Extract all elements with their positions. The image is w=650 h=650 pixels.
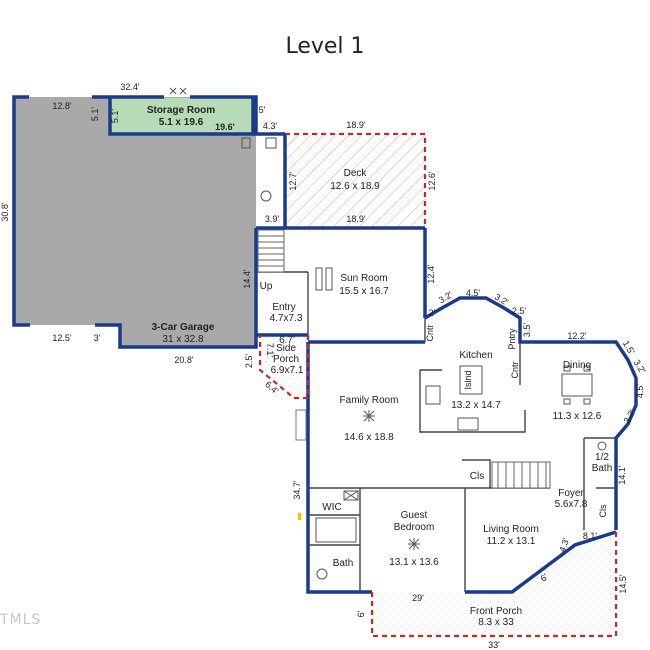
dining-name: Dining — [563, 360, 591, 371]
dim-dining-top: 12.2' — [567, 331, 587, 341]
guest-bedroom-size: 13.1 x 13.6 — [389, 557, 439, 568]
storage-room-floor — [110, 98, 253, 134]
dim-porch-6: 6' — [356, 610, 366, 617]
walls — [12, 95, 638, 594]
entry-size: 4.7x7.3 — [270, 313, 303, 324]
side-porch-line1: Side — [276, 343, 296, 354]
dim-storage-depth-inner: 5.1' — [110, 109, 120, 124]
deck-floor — [285, 134, 425, 228]
dim-garage-top: 32.4' — [120, 82, 140, 92]
dim-foyer-right: 14.1' — [617, 465, 627, 485]
cls-hall-label: Cls — [470, 471, 484, 482]
watermark: TMLS — [0, 612, 42, 628]
dim-dining-4-5: 4.5' — [635, 384, 645, 399]
dim-deck-bottom: 18.9' — [346, 214, 366, 224]
half-bath-line2: Bath — [592, 463, 613, 474]
marker — [298, 513, 301, 520]
dim-step-4-3: 4.3' — [263, 121, 278, 131]
stairs — [257, 229, 551, 489]
dim-deck-left: 12.7' — [288, 171, 298, 191]
sun-room-name: Sun Room — [340, 273, 387, 284]
deck-name: Deck — [344, 168, 368, 179]
dim-sunroom-right: 12.4' — [426, 264, 436, 284]
dim-porch-29: 29' — [412, 593, 424, 603]
dim-deck-top: 18.9' — [346, 120, 366, 130]
dim-garage-left: 30.8' — [0, 202, 10, 222]
dim-kitchen-3-5: 3.5' — [522, 323, 532, 338]
dim-living-6: 6' — [538, 571, 550, 583]
foyer-name: Foyer — [558, 488, 584, 499]
stairs-up-label: Up — [260, 281, 273, 292]
entry-name: Entry — [272, 302, 295, 313]
fixtures — [169, 87, 607, 580]
dining-size: 11.3 x 12.6 — [553, 411, 602, 422]
front-porch-size: 8.3 x 33 — [478, 617, 514, 628]
deck-size: 12.6 x 18.9 — [330, 181, 380, 192]
dim-living-4-3: 4.3' — [557, 536, 571, 553]
dim-garage-top-left: 12.8' — [52, 101, 72, 111]
kitchen-name: Kitchen — [459, 350, 492, 361]
cntr-left-label: Cntr — [425, 324, 435, 341]
family-room-size: 14.6 x 18.8 — [344, 432, 394, 443]
dim-garage-bottom-left: 12.5' — [52, 333, 72, 343]
side-porch-size: 6.9x7.1 — [271, 365, 304, 376]
half-bath-line1: 1/2 — [595, 452, 609, 463]
dim-storage-length: 19.6' — [215, 122, 235, 132]
dim-garage-bottom-right: 20.8' — [174, 355, 194, 365]
storage-room-size: 5.1 x 19.6 — [159, 117, 204, 128]
storage-room-name: Storage Room — [147, 105, 215, 116]
front-porch-name: Front Porch — [470, 606, 522, 617]
guest-bedroom-line2: Bedroom — [394, 522, 435, 533]
dim-kitchen-4-5: 4.5' — [466, 288, 481, 298]
page-title: Level 1 — [285, 34, 365, 59]
dim-deck-right: 12.6' — [427, 171, 437, 191]
dim-house-left: 34.7' — [292, 480, 302, 500]
dim-step-3-9: 3.9' — [265, 214, 280, 224]
dim-garage-bottom-3: 3' — [94, 333, 101, 343]
cntr-right-label: Cntr — [510, 361, 520, 378]
living-room-name: Living Room — [483, 524, 539, 535]
dim-storage-depth: 5.1' — [90, 107, 100, 122]
cls-foyer-label: Cls — [598, 504, 608, 517]
pntry-label: Pntry — [507, 328, 517, 350]
islnd-label: Islnd — [463, 370, 473, 389]
wic-name: WIC — [322, 502, 341, 513]
side-porch-line2: Porch — [273, 354, 299, 365]
dim-kitchen-2-5: 2.5' — [512, 306, 527, 316]
dim-kitchen-2: 2' — [429, 308, 436, 318]
dim-storage-right: 5' — [259, 105, 266, 115]
garage-floor — [14, 97, 256, 347]
side-porch-floor — [260, 335, 308, 398]
dim-stair-14-4: 14.4' — [242, 269, 252, 289]
garage-name: 3-Car Garage — [152, 322, 215, 333]
family-room-name: Family Room — [340, 395, 399, 406]
dim-side-porch-side: 7.1' — [265, 343, 275, 358]
bath-name: Bath — [333, 558, 354, 569]
foyer-size: 5.6x7.8 — [555, 499, 588, 510]
guest-bedroom-line1: Guest — [401, 510, 428, 521]
kitchen-size: 13.2 x 14.7 — [451, 400, 501, 411]
dim-porch-bottom: 33' — [488, 640, 500, 650]
dim-living-8-1: 8.1' — [583, 531, 598, 541]
front-porch-floor — [372, 532, 616, 636]
dim-porch-left: 2.5' — [244, 354, 254, 369]
dim-porch-right: 14.5' — [618, 574, 628, 594]
unheated-outlines — [258, 132, 618, 638]
garage-size: 31 x 32.8 — [162, 334, 204, 345]
sun-room-size: 15.5 x 16.7 — [339, 286, 389, 297]
living-room-size: 11.2 x 13.1 — [487, 536, 536, 547]
side-porch-dim-top: 6.7' — [279, 335, 295, 346]
